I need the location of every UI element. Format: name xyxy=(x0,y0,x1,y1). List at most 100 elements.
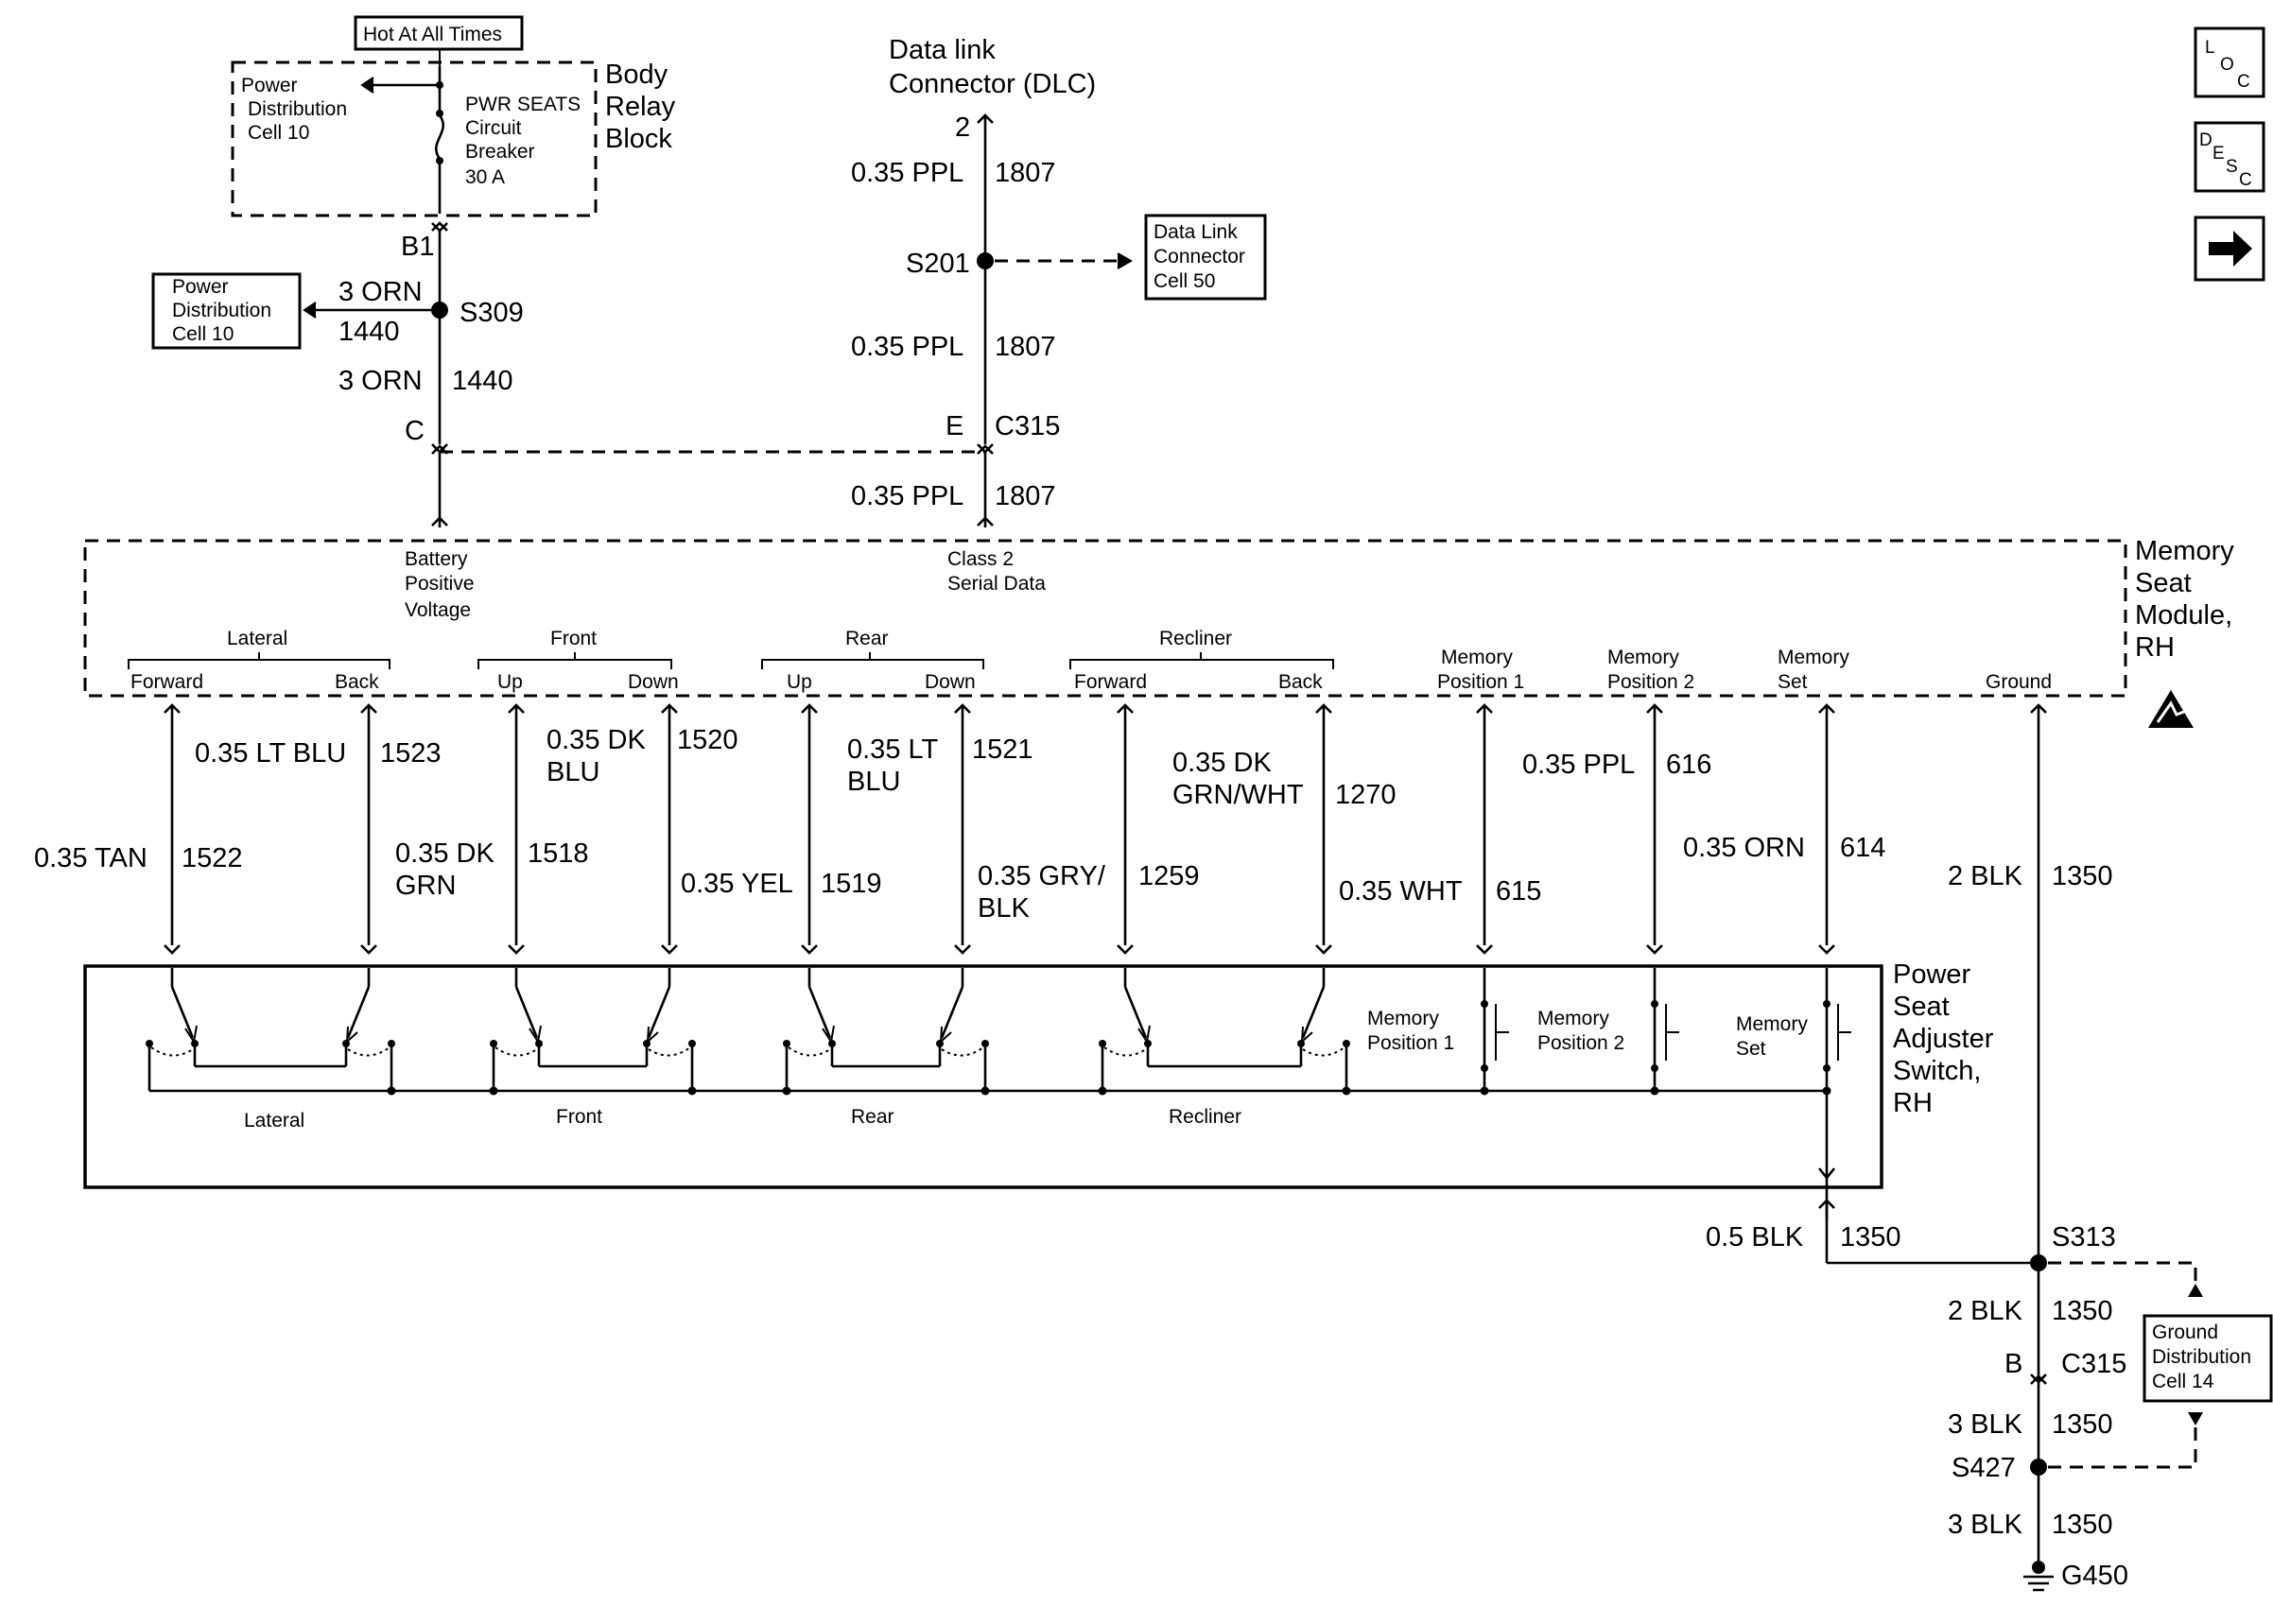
svg-text:S201: S201 xyxy=(906,249,970,279)
svg-text:BLU: BLU xyxy=(847,767,900,797)
svg-text:Cell 14: Cell 14 xyxy=(2152,1371,2214,1392)
svg-text:Ground: Ground xyxy=(2152,1322,2218,1343)
location-view-button[interactable]: L O C xyxy=(2194,26,2265,98)
ground-circuit: 0.5 BLK 1350 S313 2 BLK 1350 B C315 3 BL… xyxy=(1706,1166,2203,1592)
svg-text:Memory: Memory xyxy=(1441,647,1513,668)
svg-text:3 BLK: 3 BLK xyxy=(1948,1409,2023,1440)
svg-text:Memory: Memory xyxy=(1367,1008,1439,1029)
svg-text:0.35 WHT: 0.35 WHT xyxy=(1339,876,1463,907)
svg-text:2: 2 xyxy=(955,112,970,143)
svg-text:Serial Data: Serial Data xyxy=(947,573,1046,595)
power-seat-adjuster-switch: Power Seat Adjuster Switch, RH xyxy=(83,959,1994,1219)
svg-text:Forward: Forward xyxy=(130,671,203,693)
svg-text:O: O xyxy=(2220,55,2234,75)
svg-text:RH: RH xyxy=(2135,632,2175,663)
svg-text:3 BLK: 3 BLK xyxy=(1948,1510,2023,1540)
power-distribution-cell-10-link[interactable]: Power Distribution Cell 10 xyxy=(151,272,302,350)
svg-text:30 A: 30 A xyxy=(465,166,505,188)
svg-text:Distribution: Distribution xyxy=(172,300,271,321)
svg-text:0.35 LT: 0.35 LT xyxy=(847,734,938,765)
svg-text:Body: Body xyxy=(605,60,668,90)
svg-text:Power: Power xyxy=(1893,959,1971,990)
svg-text:Power: Power xyxy=(241,75,298,96)
seat-motor-wires: 0.35 TAN 1522 0.35 LT BLU 1523 0.35 DK G… xyxy=(34,703,2113,1263)
recliner-switch xyxy=(1098,968,1351,1096)
svg-text:Switch,: Switch, xyxy=(1893,1056,1981,1086)
svg-text:Lateral: Lateral xyxy=(244,1110,304,1132)
svg-text:E: E xyxy=(2212,144,2225,164)
svg-text:0.35 PPL: 0.35 PPL xyxy=(851,332,963,362)
svg-text:1519: 1519 xyxy=(821,869,882,899)
svg-text:Position 1: Position 1 xyxy=(1367,1032,1454,1054)
svg-text:Up: Up xyxy=(787,671,812,693)
svg-text:Seat: Seat xyxy=(1893,992,1950,1022)
svg-text:1520: 1520 xyxy=(677,725,738,755)
svg-text:Memory: Memory xyxy=(1736,1013,1808,1035)
next-page-button[interactable] xyxy=(2194,216,2265,282)
svg-text:615: 615 xyxy=(1496,876,1541,907)
svg-text:1350: 1350 xyxy=(1840,1222,1901,1253)
svg-text:Data Link: Data Link xyxy=(1154,221,1238,243)
svg-text:616: 616 xyxy=(1666,750,1711,780)
svg-text:Relay: Relay xyxy=(605,92,676,122)
svg-text:1522: 1522 xyxy=(182,843,243,873)
svg-text:Seat: Seat xyxy=(2135,568,2192,598)
circuit-1440-feed: B1 S309 3 ORN 1440 3 ORN 1440 C xyxy=(303,221,524,527)
svg-text:Cell 10: Cell 10 xyxy=(172,323,234,345)
front-switch xyxy=(489,968,697,1096)
svg-text:Memory: Memory xyxy=(1607,647,1679,668)
svg-text:Front: Front xyxy=(556,1106,602,1128)
svg-text:614: 614 xyxy=(1840,833,1885,863)
svg-text:0.35 DK: 0.35 DK xyxy=(1172,748,1272,778)
svg-text:0.35 TAN: 0.35 TAN xyxy=(34,843,147,873)
svg-text:1350: 1350 xyxy=(2052,1409,2113,1440)
svg-text:PWR SEATS: PWR SEATS xyxy=(465,94,581,115)
svg-text:1350: 1350 xyxy=(2052,861,2113,891)
svg-text:Connector: Connector xyxy=(1154,246,1245,268)
svg-text:1350: 1350 xyxy=(2052,1510,2113,1540)
description-view-button[interactable]: D E S C xyxy=(2194,121,2265,193)
svg-text:Forward: Forward xyxy=(1074,671,1147,693)
svg-text:Cell 50: Cell 50 xyxy=(1154,270,1215,292)
svg-text:RH: RH xyxy=(1893,1088,1933,1118)
data-link-connector: Data link Connector (DLC) 2 0.35 PPL 180… xyxy=(851,35,1134,527)
svg-text:0.35 LT BLU: 0.35 LT BLU xyxy=(195,738,346,769)
svg-text:C: C xyxy=(2237,72,2250,92)
svg-text:S313: S313 xyxy=(2052,1222,2116,1253)
svg-text:GRN/WHT: GRN/WHT xyxy=(1172,780,1304,810)
svg-text:1521: 1521 xyxy=(972,734,1033,765)
svg-text:Memory: Memory xyxy=(2135,536,2234,566)
svg-text:1518: 1518 xyxy=(528,838,589,869)
lateral-switch xyxy=(146,968,396,1096)
svg-text:0.35 DK: 0.35 DK xyxy=(547,725,646,755)
svg-text:C315: C315 xyxy=(2061,1349,2126,1379)
svg-text:L: L xyxy=(2205,38,2215,58)
svg-text:Hot At All Times: Hot At All Times xyxy=(363,24,502,45)
rear-switch xyxy=(782,968,990,1096)
svg-text:S: S xyxy=(2226,157,2238,177)
svg-text:Down: Down xyxy=(628,671,679,693)
svg-text:0.35 GRY/: 0.35 GRY/ xyxy=(978,861,1106,891)
svg-text:Back: Back xyxy=(1278,671,1323,693)
svg-text:Position 2: Position 2 xyxy=(1607,671,1694,693)
svg-text:Block: Block xyxy=(605,124,672,154)
svg-text:Battery: Battery xyxy=(405,548,468,570)
svg-text:Position 1: Position 1 xyxy=(1437,671,1524,693)
svg-text:Back: Back xyxy=(335,671,379,693)
svg-text:C: C xyxy=(405,416,425,446)
svg-text:Set: Set xyxy=(1736,1038,1766,1060)
svg-text:0.5 BLK: 0.5 BLK xyxy=(1706,1222,1804,1253)
svg-text:S427: S427 xyxy=(1952,1453,2016,1483)
svg-text:Ground: Ground xyxy=(1986,671,2052,693)
ground-distribution-cell-14-link[interactable]: Ground Distribution Cell 14 xyxy=(2143,1314,2273,1403)
svg-text:0.35 PPL: 0.35 PPL xyxy=(851,158,963,188)
memory-position-2-switch: Memory Position 2 xyxy=(1537,968,1679,1096)
svg-text:Power: Power xyxy=(172,276,229,298)
svg-text:B1: B1 xyxy=(401,232,434,262)
memory-seat-module: Memory Seat Module, RH Battery Positive … xyxy=(83,536,2234,698)
arrow-right-icon xyxy=(2209,231,2252,267)
data-link-connector-cell-50-link[interactable]: Data Link Connector Cell 50 xyxy=(1144,214,1267,301)
svg-text:Memory: Memory xyxy=(1778,647,1849,668)
svg-text:Recliner: Recliner xyxy=(1169,1106,1241,1128)
svg-text:1440: 1440 xyxy=(452,366,513,396)
